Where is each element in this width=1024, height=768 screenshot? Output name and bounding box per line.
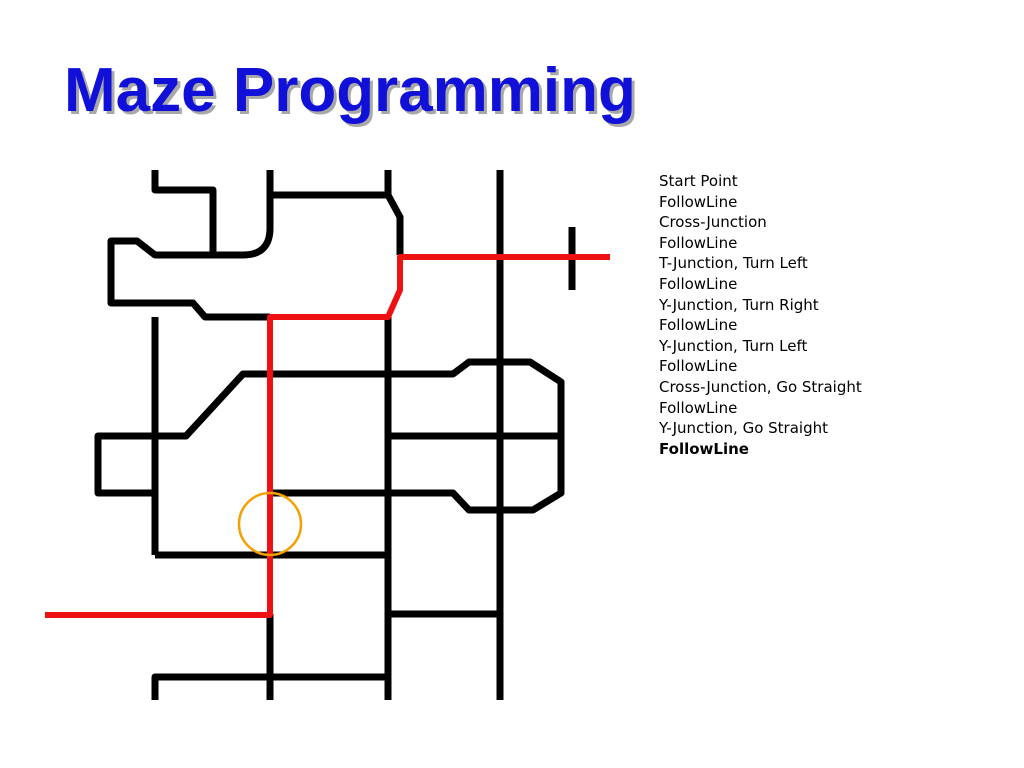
- step-item: Y-Junction, Go Straight: [659, 419, 828, 438]
- maze-line: [151, 673, 388, 700]
- step-item: Cross-Junction, Go Straight: [659, 377, 862, 396]
- slide-title: Maze Programming: [64, 56, 636, 125]
- step-item: FollowLine: [659, 274, 738, 293]
- maze-line: [107, 170, 274, 321]
- step-item: FollowLine: [659, 398, 738, 417]
- step-item: FollowLine: [659, 439, 749, 458]
- maze-line: [94, 370, 270, 497]
- step-item: FollowLine: [659, 357, 738, 376]
- junction-highlight-circle: [237, 491, 303, 557]
- maze-line: [151, 170, 217, 255]
- step-item: T-Junction, Turn Left: [659, 254, 808, 273]
- step-item: Y-Junction, Turn Right: [659, 295, 819, 314]
- step-item: FollowLine: [659, 316, 738, 335]
- robot-path: [45, 254, 610, 618]
- step-item: Start Point: [659, 172, 738, 190]
- maze-lines: [94, 170, 576, 700]
- step-item: FollowLine: [659, 192, 738, 211]
- step-item: Cross-Junction: [659, 213, 767, 232]
- maze-line: [270, 191, 404, 255]
- step-item: FollowLine: [659, 233, 738, 252]
- steps-list: Start Point FollowLine Cross-Junction Fo…: [659, 171, 862, 459]
- step-item: Y-Junction, Turn Left: [659, 336, 808, 355]
